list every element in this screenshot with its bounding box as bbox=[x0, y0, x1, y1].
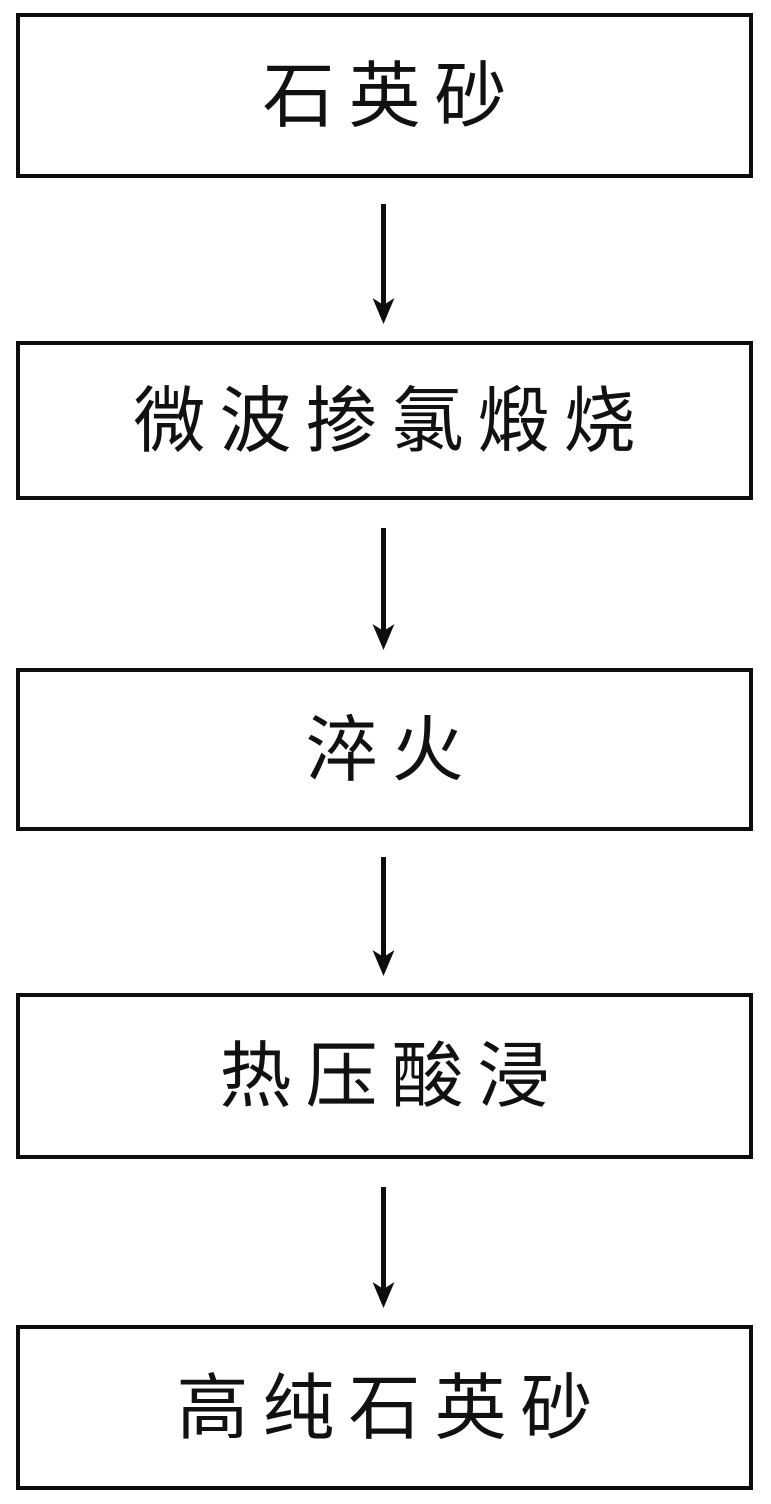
flow-node-quartz-sand[interactable]: 石英砂 bbox=[16, 13, 753, 178]
flow-node-microwave-chlorine-calcination[interactable]: 微波掺氯煅烧 bbox=[16, 341, 753, 500]
flow-node-high-purity-quartz-sand[interactable]: 高纯石英砂 bbox=[16, 1325, 753, 1490]
flow-node-quenching[interactable]: 淬火 bbox=[16, 668, 753, 831]
arrow-down-icon bbox=[372, 528, 395, 650]
flow-connector-3 bbox=[0, 831, 771, 993]
flow-node-label: 热压酸浸 bbox=[219, 1034, 564, 1118]
flow-node-label: 微波掺氯煅烧 bbox=[133, 378, 650, 463]
flow-node-label: 高纯石英砂 bbox=[176, 1365, 607, 1450]
flow-node-label: 淬火 bbox=[305, 707, 478, 792]
flow-connector-1 bbox=[0, 178, 771, 341]
arrow-down-icon bbox=[372, 857, 395, 976]
flow-connector-4 bbox=[0, 1159, 771, 1325]
flow-connector-2 bbox=[0, 500, 771, 668]
flow-node-label: 石英砂 bbox=[262, 53, 521, 138]
arrow-down-icon bbox=[372, 204, 395, 324]
arrow-down-icon bbox=[372, 1187, 395, 1308]
flow-node-hot-pressure-acid-leaching[interactable]: 热压酸浸 bbox=[16, 993, 753, 1159]
